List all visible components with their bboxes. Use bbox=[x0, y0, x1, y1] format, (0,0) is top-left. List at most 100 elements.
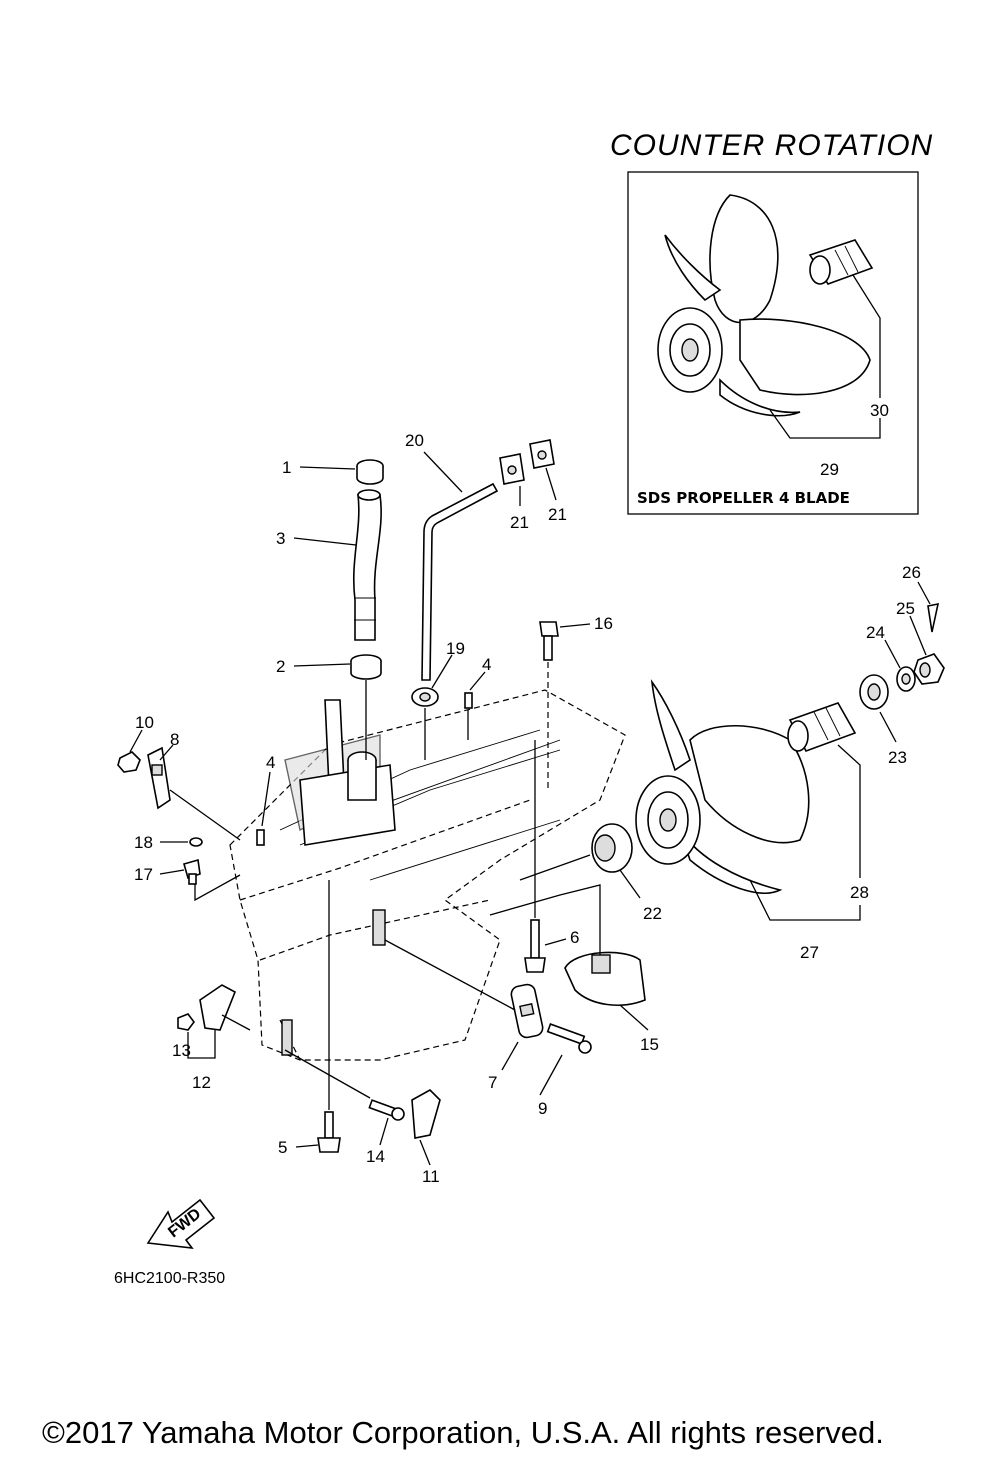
callout-23: 23 bbox=[888, 748, 907, 767]
callout-16: 16 bbox=[594, 614, 613, 633]
callout-5: 5 bbox=[278, 1138, 287, 1157]
inset-propeller bbox=[657, 194, 871, 417]
part-26-cotter-pin bbox=[927, 602, 940, 633]
part-5-bolt bbox=[317, 1111, 341, 1153]
part-4-dowel-a bbox=[464, 692, 473, 709]
part-28-thrust-hub bbox=[787, 702, 857, 752]
callout-12: 12 bbox=[192, 1073, 211, 1092]
leader-8-axis bbox=[169, 789, 241, 841]
part-8-clamp bbox=[147, 746, 171, 810]
callout-11: 11 bbox=[422, 1167, 440, 1186]
part-20-pipe bbox=[421, 482, 499, 681]
part-9-screw bbox=[546, 1023, 592, 1054]
inset-thrust-hub bbox=[808, 239, 874, 285]
leader-23 bbox=[879, 711, 897, 743]
leader-6 bbox=[544, 938, 567, 946]
leader-3 bbox=[293, 537, 357, 546]
part-17-fitting bbox=[183, 858, 201, 885]
leader-4b bbox=[261, 771, 271, 827]
part-24-washer bbox=[896, 666, 916, 692]
leader-7-axis bbox=[384, 939, 516, 1011]
part-10-nut bbox=[117, 751, 141, 773]
part-21-clip-b bbox=[529, 439, 555, 469]
part-18-o-ring bbox=[189, 837, 203, 847]
part-22-spacer bbox=[591, 823, 633, 873]
lower-casing bbox=[229, 689, 626, 1061]
leader-22-axis bbox=[519, 854, 591, 881]
leader-16 bbox=[559, 623, 591, 628]
leader-22 bbox=[619, 869, 641, 899]
callout-26: 26 bbox=[902, 563, 921, 582]
leader-20 bbox=[423, 451, 463, 493]
part-7-anode bbox=[510, 983, 544, 1039]
callout-25: 25 bbox=[896, 599, 915, 618]
leader-19 bbox=[431, 654, 453, 689]
callout-19: 19 bbox=[446, 639, 465, 658]
callout-27: 27 bbox=[800, 943, 819, 962]
callout-14: 14 bbox=[366, 1147, 385, 1166]
leader-28 bbox=[837, 744, 861, 878]
leader-25 bbox=[909, 615, 927, 656]
part-19-grommet bbox=[411, 687, 439, 707]
part-25-nut bbox=[913, 653, 945, 685]
part-6-bolt bbox=[524, 919, 546, 973]
part-12-cover bbox=[199, 984, 237, 1031]
part-15-trim-tab bbox=[564, 951, 646, 1006]
leader-1 bbox=[299, 466, 356, 470]
leader-2 bbox=[293, 663, 351, 667]
callout-21a: 21 bbox=[510, 513, 529, 532]
part-2-grommet bbox=[350, 654, 382, 680]
callout-6: 6 bbox=[570, 928, 579, 947]
callout-28: 28 bbox=[850, 883, 869, 902]
callout-4a: 4 bbox=[482, 655, 491, 674]
leader-12 bbox=[187, 1030, 216, 1059]
callout-29: 29 bbox=[820, 460, 839, 479]
drive-shaft bbox=[299, 699, 396, 846]
callout-9: 9 bbox=[538, 1099, 547, 1118]
leader-26 bbox=[917, 581, 931, 605]
callout-17: 17 bbox=[134, 865, 153, 884]
callout-10: 10 bbox=[135, 713, 154, 732]
callout-8: 8 bbox=[170, 730, 179, 749]
diagram-title: COUNTER ROTATION bbox=[610, 129, 933, 162]
leader-15 bbox=[619, 1004, 649, 1031]
leader-17 bbox=[159, 869, 185, 875]
callout-30: 30 bbox=[870, 401, 889, 420]
leader-11 bbox=[419, 1139, 431, 1166]
callout-3: 3 bbox=[276, 529, 285, 548]
callout-21b: 21 bbox=[548, 505, 567, 524]
leader-29 bbox=[769, 409, 881, 439]
callout-24: 24 bbox=[866, 623, 885, 642]
part-4-dowel-b bbox=[256, 829, 265, 846]
part-11-anode bbox=[411, 1089, 441, 1139]
leader-15-axis bbox=[489, 884, 601, 955]
copyright: ©2017 Yamaha Motor Corporation, U.S.A. A… bbox=[42, 1415, 884, 1450]
callout-13: 13 bbox=[172, 1041, 191, 1060]
leader-24 bbox=[884, 639, 901, 669]
main-propeller bbox=[635, 679, 810, 894]
leader-10 bbox=[129, 729, 143, 753]
callout-1: 1 bbox=[282, 458, 291, 477]
callout-22: 22 bbox=[643, 904, 662, 923]
leader-8 bbox=[159, 744, 174, 761]
leader-17-axis bbox=[194, 874, 241, 902]
callout-18: 18 bbox=[134, 833, 153, 852]
leader-12-axis bbox=[221, 1014, 251, 1031]
inset-label: SDS PROPELLER 4 BLADE bbox=[637, 489, 850, 507]
part-21-clip-a bbox=[499, 453, 525, 485]
leader-14 bbox=[379, 1117, 389, 1146]
fwd-arrow-icon: FWD bbox=[146, 1198, 216, 1250]
part-16-bolt bbox=[539, 621, 559, 661]
leader-7 bbox=[501, 1041, 519, 1071]
leader-27 bbox=[749, 879, 861, 921]
callout-2: 2 bbox=[276, 657, 285, 676]
diagram-code: 6HC2100-R350 bbox=[114, 1270, 225, 1287]
callout-7: 7 bbox=[488, 1073, 497, 1092]
inset-box bbox=[627, 171, 919, 515]
leader-21b bbox=[545, 467, 557, 501]
leader-9 bbox=[539, 1054, 563, 1096]
callout-4b: 4 bbox=[266, 753, 275, 772]
callout-15: 15 bbox=[640, 1035, 659, 1054]
leader-14-axis bbox=[284, 1049, 371, 1099]
part-3-water-tube bbox=[352, 489, 382, 641]
